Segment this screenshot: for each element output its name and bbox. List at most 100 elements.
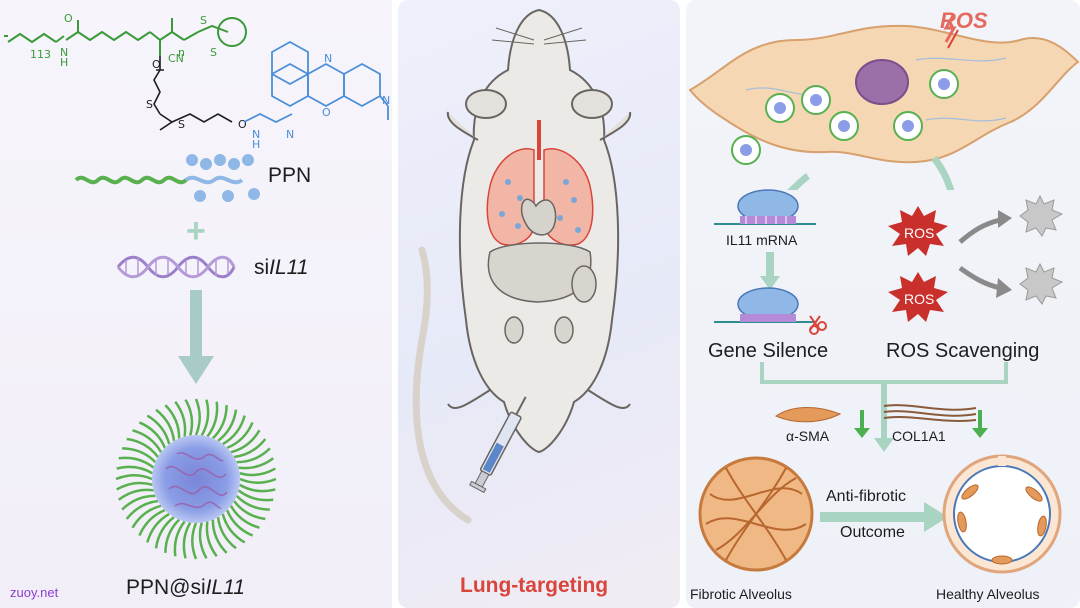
gene-silence-label: Gene Silence xyxy=(708,340,829,362)
nanoparticle-label: PPN@siIL11 xyxy=(126,576,245,600)
nanoparticle-core xyxy=(774,102,786,114)
corona-chain xyxy=(236,447,271,464)
corona-chain xyxy=(237,489,274,502)
corona-chain xyxy=(164,518,181,553)
corona-chain xyxy=(238,457,275,470)
col1a1-label: COL1A1 xyxy=(892,428,946,444)
col1a1-down-arrow-icon xyxy=(972,410,988,438)
healthy-alveolus-label: Healthy Alveolus xyxy=(936,586,1040,602)
fibrotic-alveolus-label: Fibrotic Alveolus xyxy=(690,586,792,602)
corona-chain xyxy=(118,456,155,469)
mrna-down-arrow-icon xyxy=(760,252,780,290)
polymer-structure: O N H 113 CN n S S O S S O xyxy=(4,12,390,150)
sma-down-arrow-icon xyxy=(854,410,870,438)
corona-chain xyxy=(217,409,238,442)
svg-text:S: S xyxy=(178,118,185,131)
svg-text:113: 113 xyxy=(30,48,51,61)
svg-text:O: O xyxy=(238,118,247,131)
corona-chain xyxy=(194,398,201,436)
corona-chain xyxy=(182,521,192,559)
fibroblast-cell xyxy=(688,13,1080,190)
svg-text:CN: CN xyxy=(168,52,184,65)
lung-targeting-title: Lung-targeting xyxy=(460,574,609,597)
nanoparticle-core xyxy=(938,78,950,90)
corona-chain xyxy=(122,447,157,464)
nanoparticle-core xyxy=(838,120,850,132)
ros-marker-2: ROS xyxy=(904,291,935,307)
healthy-alveolus-icon xyxy=(942,454,1062,574)
corona-chain xyxy=(164,404,181,439)
mouse-illustration xyxy=(412,8,632,524)
ros-badge: ROS xyxy=(940,8,988,33)
corona-chain xyxy=(222,415,246,446)
corona-chain xyxy=(132,429,163,453)
corona-chain xyxy=(125,499,159,520)
svg-text:N: N xyxy=(252,128,260,141)
corona-chain xyxy=(126,437,159,458)
corona-chain xyxy=(131,504,162,529)
corona-chain xyxy=(200,399,210,437)
anti-fibrotic-label: Anti-fibrotic xyxy=(826,488,907,505)
sirna-prefix: si xyxy=(254,256,270,279)
sirna-label: siIL11 xyxy=(254,256,309,280)
corona-chain xyxy=(155,408,176,442)
middle-panel: Lung-targeting xyxy=(398,0,680,608)
svg-text:H: H xyxy=(252,138,260,150)
corona-chain xyxy=(235,494,270,511)
col1a1-fibers-icon xyxy=(883,404,977,422)
watermark: zuoy.net xyxy=(10,585,59,600)
corona-chain xyxy=(117,488,154,501)
corona-chain xyxy=(233,500,266,521)
corona-chain xyxy=(121,494,156,511)
outcome-label: Outcome xyxy=(840,524,905,541)
corona-chain xyxy=(225,509,254,537)
corona-chain xyxy=(226,421,254,450)
sirna-gene: IL11 xyxy=(269,256,309,279)
corona-chain xyxy=(154,516,175,549)
corona-chain xyxy=(173,520,186,557)
corona-chain xyxy=(216,516,237,550)
plus-sign: + xyxy=(186,212,206,250)
assembly-arrow-icon xyxy=(178,290,214,384)
svg-text:S: S xyxy=(210,46,217,59)
corona-chain xyxy=(184,399,194,436)
ros-marker-1: ROS xyxy=(904,225,935,241)
nanoparticle-gene: IL11 xyxy=(205,576,245,599)
sma-fibers-icon xyxy=(774,407,842,423)
fibrotic-alveolus-icon xyxy=(698,456,814,572)
nanoparticle-core xyxy=(902,120,914,132)
ros-scavenging-label: ROS Scavenging xyxy=(886,340,1040,362)
nanoparticle-icon xyxy=(115,398,277,560)
scavenged-arrows-icon xyxy=(958,194,1064,305)
corona-chain xyxy=(238,483,276,493)
ros-star-1 xyxy=(888,206,948,256)
corona-chain xyxy=(205,521,218,558)
svg-text:N: N xyxy=(286,128,294,141)
corona-chain xyxy=(206,401,219,438)
mrna-ribosome-icon xyxy=(714,189,816,225)
cell-nanoparticles xyxy=(731,69,959,165)
nanoparticle-prefix: PPN@si xyxy=(126,576,206,599)
ppn-chain-icon xyxy=(74,154,260,202)
corona-chain xyxy=(221,513,246,544)
silenced-mrna-icon xyxy=(714,287,827,335)
corona-chain xyxy=(174,400,187,437)
corona-chain xyxy=(233,438,267,459)
svg-text:N: N xyxy=(382,94,390,107)
sma-label: α-SMA xyxy=(786,428,830,444)
svg-text:N: N xyxy=(60,46,68,59)
corona-chain xyxy=(198,522,208,559)
corona-chain xyxy=(211,405,228,440)
nanoparticle-core xyxy=(810,94,822,106)
mrna-label: IL11 mRNA xyxy=(726,232,798,248)
svg-text:O: O xyxy=(64,12,73,25)
corona-chain xyxy=(191,522,198,560)
corona-chain xyxy=(146,512,170,543)
corona-chain xyxy=(146,414,171,445)
corona-chain xyxy=(138,508,166,537)
sirna-helix-icon xyxy=(116,255,236,279)
corona-chain xyxy=(230,429,261,454)
nanoparticle-core xyxy=(740,144,752,156)
svg-text:S: S xyxy=(146,98,153,111)
